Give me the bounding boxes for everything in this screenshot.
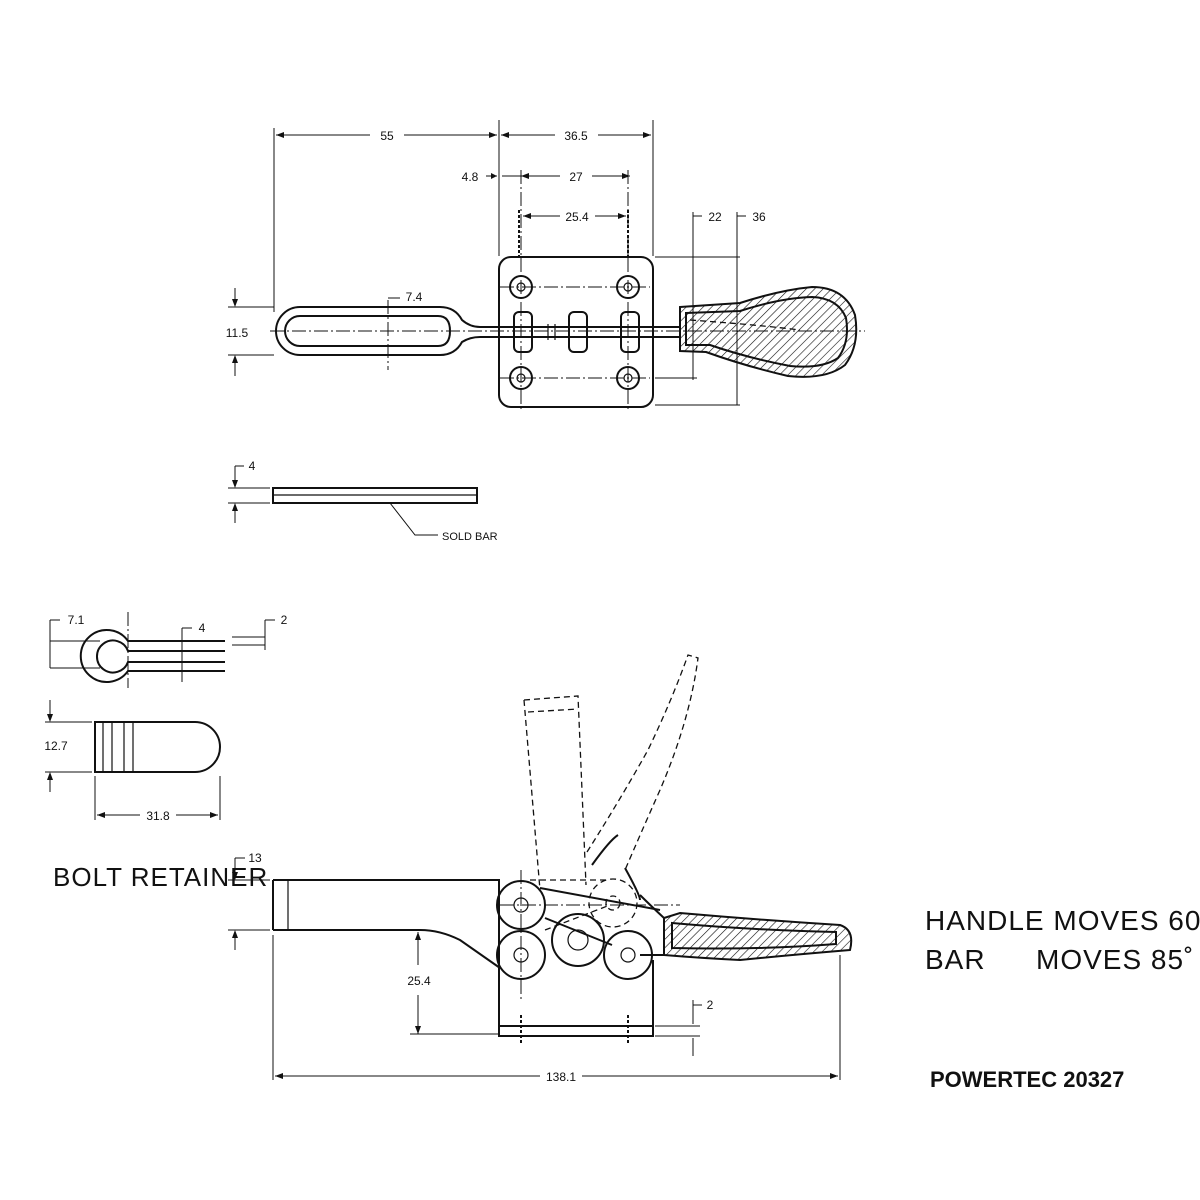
bar-moves-label: BAR: [925, 944, 986, 975]
dim-12-7: 12.7: [44, 739, 68, 753]
solid-bar-section: 4 SOLD BAR: [228, 459, 498, 543]
dim-4-bar: 4: [249, 459, 256, 473]
dim-2-clip: 2: [281, 613, 288, 627]
handle-grip: [679, 285, 858, 378]
bolt-retainer-label: BOLT RETAINER: [53, 862, 268, 892]
solid-bar-label: SOLD BAR: [442, 531, 498, 543]
top-view: 55 36.5 4.8 27 25.4 22 36: [226, 120, 865, 410]
dim-25-4-side: 25.4: [407, 974, 431, 988]
side-view: 13 25.4 2 138.1: [228, 654, 853, 1084]
dim-7-1: 7.1: [68, 613, 85, 627]
dim-55: 55: [380, 129, 394, 143]
handle-moves-note: HANDLE MOVES 60˚: [925, 905, 1200, 936]
dim-2-base: 2: [707, 998, 714, 1012]
dim-11-5: 11.5: [226, 326, 249, 340]
dim-31-8: 31.8: [146, 809, 170, 823]
side-handle-grip: [663, 911, 853, 962]
base-plate: [498, 256, 654, 408]
dim-138-1: 138.1: [546, 1070, 576, 1084]
plunger-bar: [275, 306, 680, 356]
dim-7-4: 7.4: [406, 290, 423, 304]
dim-4-clip: 4: [199, 621, 206, 635]
dim-22: 22: [708, 210, 722, 224]
model-label: POWERTEC 20327: [930, 1067, 1124, 1092]
bar-guides: [513, 311, 640, 353]
bolt-retainer-clip: 7.1 4 2 12.7 31.8: [44, 612, 288, 823]
dim-13: 13: [248, 851, 262, 865]
bar-moves-value: MOVES 85˚: [1036, 944, 1194, 975]
dim-25-4-top: 25.4: [565, 210, 589, 224]
dim-27: 27: [569, 170, 583, 184]
mounting-holes: [509, 275, 640, 390]
dim-4-8: 4.8: [462, 170, 479, 184]
dim-36-5: 36.5: [564, 129, 588, 143]
dim-36: 36: [752, 210, 766, 224]
